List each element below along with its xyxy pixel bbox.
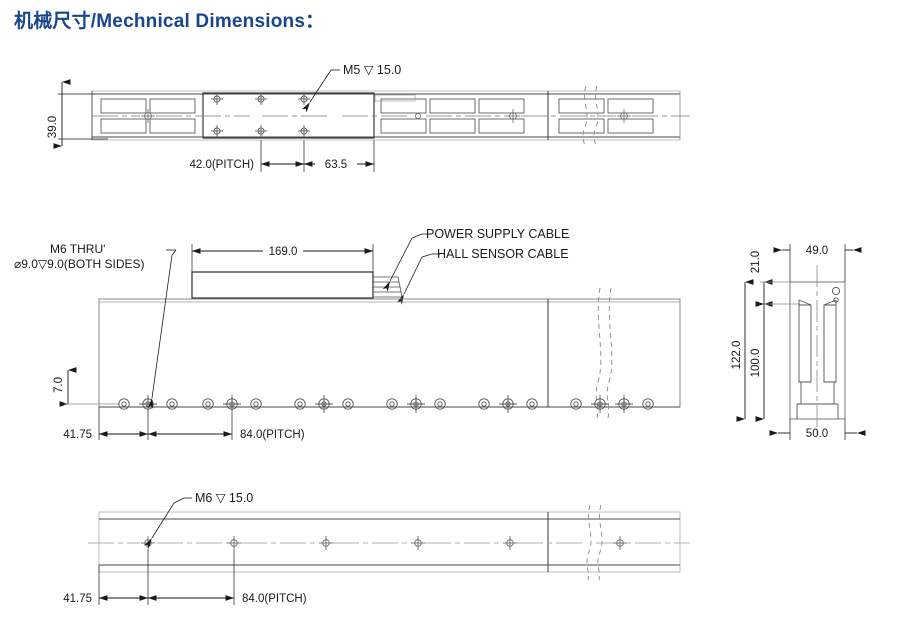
- dim-label-bottom-pitch84: 84.0(PITCH): [242, 593, 307, 605]
- dim-section-100: 100.0: [750, 301, 800, 422]
- dim-label-100: 100.0: [750, 349, 762, 378]
- callout-hall-cable: HALL SENSOR CABLE: [396, 247, 569, 305]
- callout-m6-label: M6 ▽ 15.0: [195, 491, 253, 505]
- dim-section-21: 21.0: [750, 251, 790, 307]
- callout-m6-thru: M6 THRU' ⌀9.0▽9.0(BOTH SIDES): [14, 242, 177, 409]
- bottom-mounting-holes: [141, 536, 627, 550]
- dim-top-pitch-42: 42.0(PITCH) 63.5: [189, 140, 375, 172]
- top-break-line: [582, 85, 599, 149]
- front-view: 169.0 POWER SUPPLY CABLE: [14, 227, 681, 441]
- top-view: 39.0: [47, 63, 690, 172]
- page-title: 机械尺寸/Mechnical Dimensions：: [14, 11, 325, 32]
- dim-label-39: 39.0: [47, 116, 59, 138]
- callout-m5-label: M5 ▽ 15.0: [343, 63, 401, 77]
- carriage-block: [202, 92, 375, 139]
- section-u-channel: [796, 299, 839, 419]
- dim-label-41-75: 41.75: [63, 429, 92, 441]
- dim-label-169: 169.0: [269, 246, 298, 258]
- section-cable-holes: [831, 286, 841, 303]
- dim-label-pitch42: 42.0(PITCH): [189, 159, 254, 171]
- cable-bundle: [373, 276, 403, 298]
- dim-section-50: 50.0: [769, 419, 866, 440]
- rail-centre-holes: [141, 109, 631, 123]
- bottom-break-line: [586, 504, 603, 581]
- rail-body-front: [98, 298, 681, 408]
- cross-section-view: 49.0 50.0 122.0 100.0: [731, 244, 866, 440]
- dim-section-122: 122.0: [731, 279, 754, 422]
- dim-label-bottom-41-75: 41.75: [63, 593, 92, 605]
- dim-top-height-39: 39.0: [47, 79, 108, 149]
- callout-power-cable-label: POWER SUPPLY CABLE: [426, 227, 569, 241]
- section-outline: [789, 281, 846, 420]
- front-break-line: [595, 287, 613, 419]
- dim-section-49: 49.0: [773, 244, 862, 282]
- dim-label-50: 50.0: [806, 428, 828, 440]
- callout-hall-cable-label: HALL SENSOR CABLE: [437, 247, 569, 261]
- dim-front-169: 169.0: [191, 244, 374, 278]
- bottom-view: M6 ▽ 15.0 41.75 84.0(PITCH): [63, 491, 690, 605]
- forcer-block: [191, 271, 374, 299]
- callout-m5: M5 ▽ 15.0: [301, 63, 401, 113]
- callout-m6-thru-line1: M6 THRU': [50, 242, 105, 256]
- dim-front-edge-pitch: 41.75 84.0(PITCH): [63, 407, 305, 441]
- magnet-slots: [100, 98, 654, 134]
- dim-bottom-edge-pitch: 41.75 84.0(PITCH): [63, 550, 307, 605]
- dim-label-122: 122.0: [731, 341, 743, 370]
- mounting-hole-row: [118, 395, 654, 413]
- callout-m6-thru-line2: ⌀9.0▽9.0(BOTH SIDES): [14, 257, 145, 271]
- dim-label-7: 7.0: [53, 377, 65, 393]
- dim-label-49: 49.0: [806, 245, 828, 257]
- rail-body-bottom: [98, 511, 681, 573]
- dim-label-21: 21.0: [750, 251, 762, 273]
- callout-power-cable: POWER SUPPLY CABLE: [382, 227, 569, 292]
- carriage-mount-holes: [211, 93, 310, 137]
- dim-label-pitch84: 84.0(PITCH): [240, 429, 305, 441]
- dim-label-63-5: 63.5: [325, 159, 347, 171]
- dim-front-7: 7.0: [53, 367, 120, 407]
- callout-m6-depth: M6 ▽ 15.0: [144, 491, 253, 549]
